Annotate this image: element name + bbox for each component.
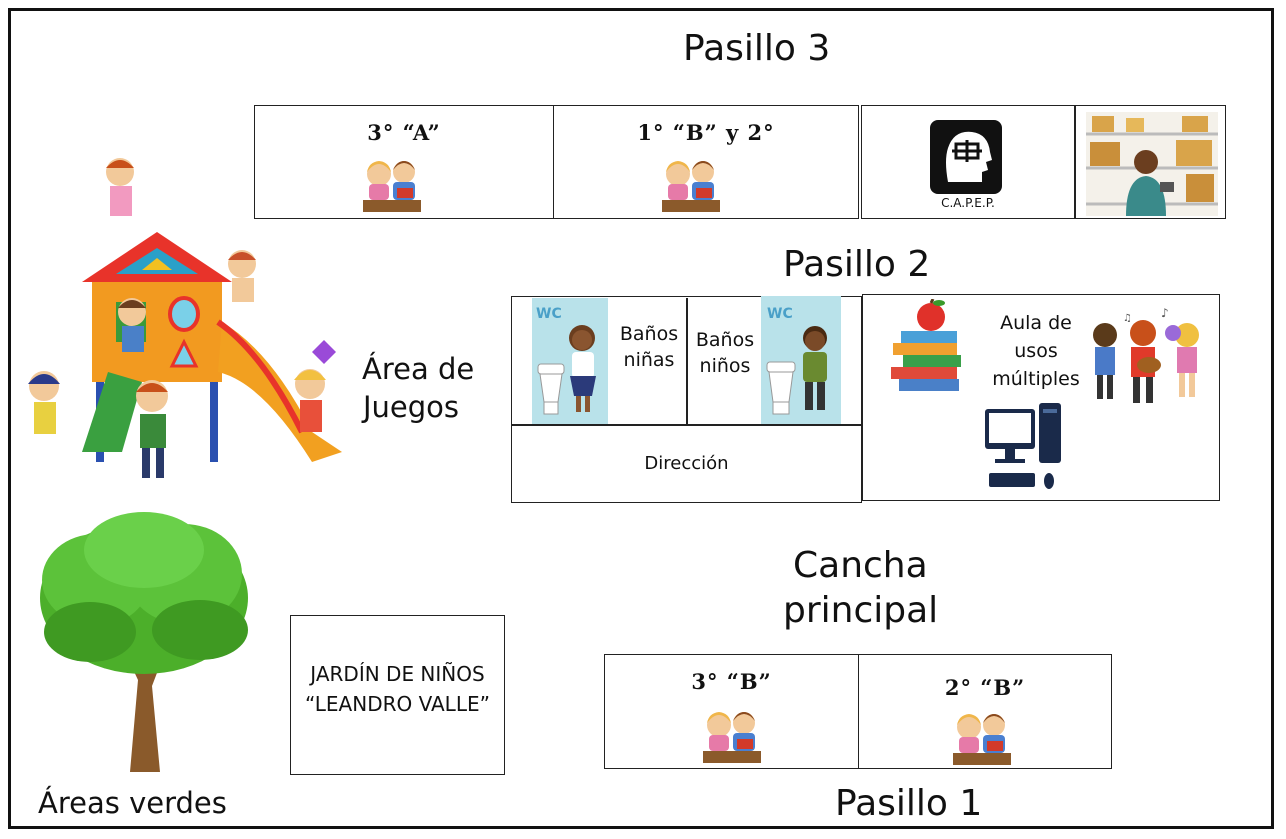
aula-label-2: usos — [1014, 340, 1058, 362]
areas-verdes-label: Áreas verdes — [38, 786, 227, 820]
wc-boy-panel: WC — [761, 296, 841, 426]
classroom-1b-2: 1° “B” y 2° — [553, 105, 859, 219]
classroom-1b-2-label: 1° “B” y 2° — [637, 120, 775, 145]
pasillo-2-label: Pasillo 2 — [783, 244, 931, 285]
classroom-2b: 2° “B” — [858, 654, 1112, 769]
classroom-3a-label: 3° “A” — [367, 120, 441, 145]
wc-boy-icon: WC — [761, 296, 841, 426]
svg-text:WC: WC — [536, 306, 562, 322]
storage-shelves-icon — [1086, 112, 1218, 216]
svg-text:♪: ♪ — [1161, 306, 1169, 320]
area-juegos-line1: Área de — [362, 352, 475, 386]
pasillo-3-label: Pasillo 3 — [683, 28, 831, 69]
students-icon — [703, 712, 761, 763]
aula-label-3: múltiples — [992, 368, 1080, 390]
classroom-3b-label: 3° “B” — [691, 669, 772, 694]
direccion-divider — [511, 424, 862, 426]
cancha-label-line1: Cancha — [793, 545, 928, 586]
banos-divider — [686, 298, 688, 424]
capep-room: C.A.P.E.P. — [861, 105, 1075, 219]
school-name-line1: JARDÍN DE NIÑOS — [310, 662, 485, 686]
cancha-label-line2: principal — [783, 590, 939, 631]
students-icon — [662, 161, 720, 212]
playground-icon — [28, 158, 342, 478]
computer-icon — [985, 403, 1061, 489]
aula-label-1: Aula de — [1000, 312, 1072, 334]
school-name-box: JARDÍN DE NIÑOS “LEANDRO VALLE” — [290, 615, 505, 775]
school-name-line2: “LEANDRO VALLE” — [305, 692, 490, 716]
classroom-3a: 3° “A” — [254, 105, 554, 219]
banos-ninas-label-1: Baños — [619, 323, 679, 345]
music-kids-icon: ♪♫ — [1093, 306, 1199, 403]
svg-text:WC: WC — [767, 306, 793, 322]
students-icon — [363, 161, 421, 212]
direccion-label: Dirección — [644, 453, 729, 474]
wc-girl-panel: WC — [532, 298, 608, 424]
area-juegos-line2: Juegos — [363, 390, 460, 424]
wc-girl-icon: WC — [532, 298, 608, 424]
map-frame — [8, 8, 1274, 829]
banos-ninas-label-2: niñas — [623, 349, 675, 371]
pasillo-1-label: Pasillo 1 — [835, 783, 983, 824]
books-apple-icon — [891, 299, 961, 391]
banos-ninos-label-1: Baños — [695, 329, 755, 351]
capep-label: C.A.P.E.P. — [941, 196, 995, 210]
capep-head-icon — [930, 120, 1002, 194]
banos-ninos-label-2: niños — [699, 355, 751, 377]
tree-icon — [40, 512, 248, 772]
svg-text:♫: ♫ — [1123, 313, 1132, 324]
classroom-3b: 3° “B” — [604, 654, 859, 769]
aula-usos-multiples: Aula de usos múltiples ♪♫ — [862, 294, 1220, 501]
storage-room — [1075, 105, 1226, 219]
classroom-2b-label: 2° “B” — [944, 675, 1026, 700]
students-icon — [953, 714, 1011, 765]
